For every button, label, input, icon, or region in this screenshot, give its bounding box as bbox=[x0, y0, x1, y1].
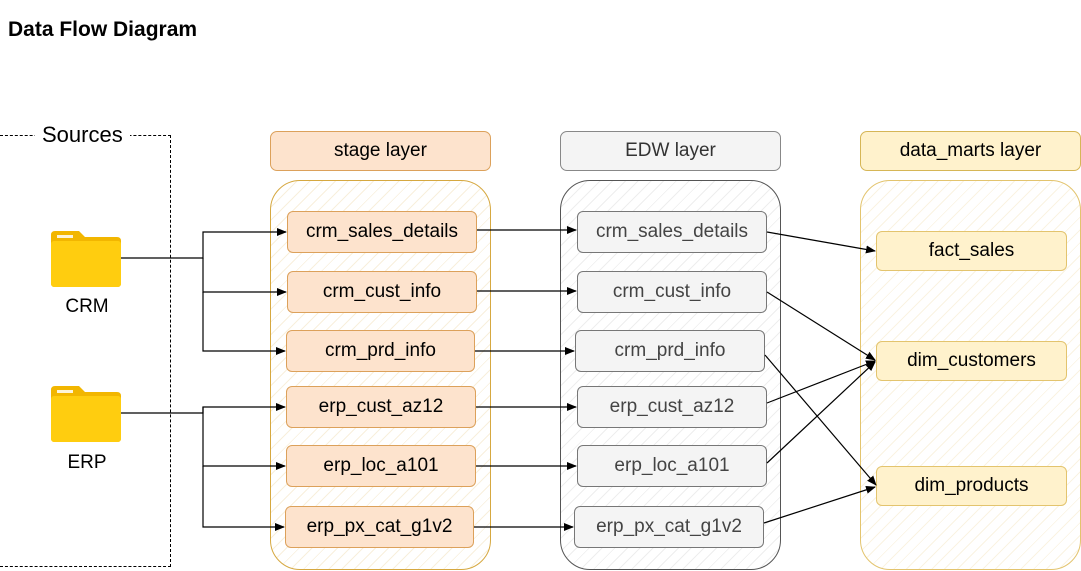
stage-layer-header: stage layer bbox=[270, 131, 491, 171]
data-marts-layer-header: data_marts layer bbox=[860, 131, 1081, 171]
edge-edw-erp-cust-az12-to-dim-customers bbox=[766, 360, 876, 404]
mart-node-fact-sales[interactable]: fact_sales bbox=[876, 231, 1067, 271]
folder-icon bbox=[51, 231, 121, 287]
folder-icon bbox=[51, 386, 121, 442]
stage-node-crm-prd-info[interactable]: crm_prd_info bbox=[286, 330, 475, 372]
edge-crm-to-crm-prd-info bbox=[202, 292, 286, 355]
stage-node-erp-px-cat-g1v2[interactable]: erp_px_cat_g1v2 bbox=[285, 506, 474, 548]
mart-node-dim-customers[interactable]: dim_customers bbox=[876, 341, 1067, 381]
edw-node-crm-cust-info[interactable]: crm_cust_info bbox=[577, 271, 767, 313]
edge-edw-crm-cust-info-to-dim-customers bbox=[766, 291, 876, 361]
mart-node-dim-products[interactable]: dim_products bbox=[876, 466, 1067, 506]
page-title: Data Flow Diagram bbox=[8, 18, 198, 41]
stage-node-erp-loc-a101[interactable]: erp_loc_a101 bbox=[286, 445, 476, 487]
edge-edw-erp-px-cat-g1v2-to-dim-products bbox=[763, 485, 876, 524]
edge-edw-erp-loc-a101-to-dim-customers bbox=[766, 361, 876, 464]
edw-node-erp-px-cat-g1v2[interactable]: erp_px_cat_g1v2 bbox=[574, 506, 764, 548]
edge-crm-to-crm-sales-details bbox=[121, 228, 287, 259]
edw-layer-header: EDW layer bbox=[560, 131, 781, 171]
source-crm-label: CRM bbox=[65, 296, 109, 317]
edge-edw-crm-prd-info-to-dim-products bbox=[764, 354, 877, 486]
source-erp-label: ERP bbox=[67, 452, 107, 473]
edge-erp-to-erp-loc-a101 bbox=[202, 407, 286, 470]
edw-node-erp-cust-az12[interactable]: erp_cust_az12 bbox=[577, 386, 767, 428]
sources-label: Sources bbox=[35, 122, 130, 148]
edge-erp-to-erp-px-cat-g1v2 bbox=[202, 466, 285, 531]
edge-crm-to-crm-cust-info bbox=[202, 258, 287, 296]
edge-edw-to-fact-sales bbox=[766, 231, 876, 254]
edw-node-erp-loc-a101[interactable]: erp_loc_a101 bbox=[577, 445, 767, 487]
stage-node-erp-cust-az12[interactable]: erp_cust_az12 bbox=[286, 386, 476, 428]
stage-node-crm-sales-details[interactable]: crm_sales_details bbox=[287, 211, 477, 253]
edw-node-crm-prd-info[interactable]: crm_prd_info bbox=[575, 330, 765, 372]
edw-node-crm-sales-details[interactable]: crm_sales_details bbox=[577, 211, 767, 253]
stage-node-crm-cust-info[interactable]: crm_cust_info bbox=[287, 271, 477, 313]
